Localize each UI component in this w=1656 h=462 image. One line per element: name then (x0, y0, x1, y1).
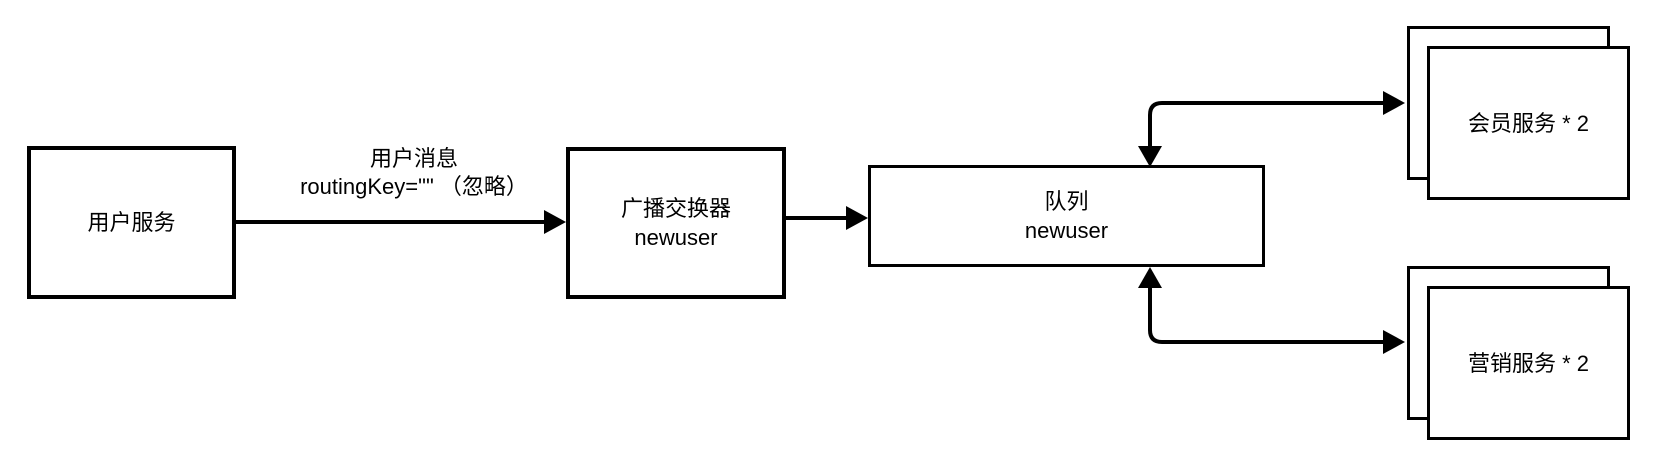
node-queue-name: newuser (1024, 218, 1109, 243)
node-marketing-service-label: 营销服务 * 2 (1467, 350, 1590, 376)
node-marketing-service: 营销服务 * 2 (1427, 286, 1630, 440)
publish-message-label-line2: routingKey="" （忽略） (300, 174, 528, 199)
node-queue: 队列 newuser (868, 165, 1265, 267)
publish-message-label: 用户消息 routingKey="" （忽略） (264, 145, 564, 201)
node-fanout-exchange: 广播交换器 newuser (566, 147, 786, 299)
edge-exchange-to-queue (786, 206, 868, 230)
publish-message-label-line1: 用户消息 (369, 146, 458, 171)
node-fanout-exchange-title: 广播交换器 (620, 196, 731, 221)
node-member-service: 会员服务 * 2 (1427, 46, 1630, 200)
node-queue-title: 队列 (1044, 189, 1089, 214)
edge-queue-to-member-service (1138, 91, 1405, 167)
node-member-service-label: 会员服务 * 2 (1467, 110, 1590, 136)
edge-queue-to-marketing-service (1138, 267, 1405, 354)
node-user-service-label: 用户服务 (87, 210, 176, 235)
edge-user-to-exchange (236, 210, 566, 234)
node-user-service: 用户服务 (27, 146, 236, 299)
node-fanout-exchange-name: newuser (634, 225, 718, 250)
